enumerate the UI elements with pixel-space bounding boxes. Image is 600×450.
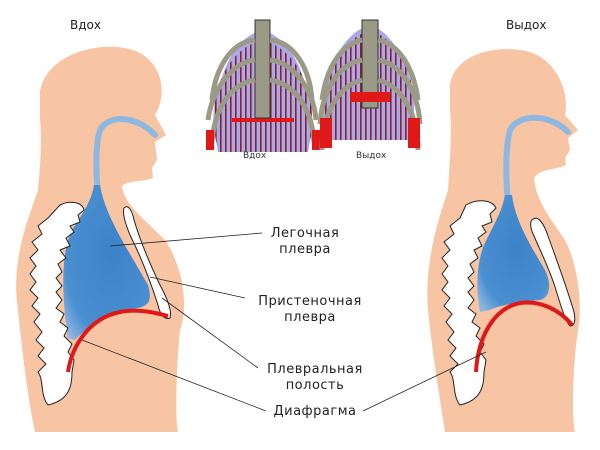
label-pulmonary-pleura: Легочная плевра	[255, 226, 355, 258]
label-parietal-pleura-line2: плевра	[284, 310, 336, 325]
inhale-title: Вдох	[70, 18, 101, 32]
label-parietal-pleura: Пристеночная плевра	[245, 294, 375, 326]
exhale-figure	[427, 49, 580, 432]
label-pleural-cavity-line2: полость	[285, 378, 345, 393]
label-pulmonary-pleura-line2: плевра	[279, 242, 331, 257]
inhale-airway	[93, 116, 158, 198]
inhale-spine	[29, 201, 85, 406]
exhale-airway	[503, 114, 571, 208]
exhale-sternum	[530, 217, 576, 327]
label-diaphragm: Диафрагма	[273, 404, 357, 419]
exhale-title: Выдох	[506, 18, 547, 32]
leader-pleural-cavity	[161, 297, 259, 369]
inhale-lung	[63, 185, 150, 340]
ribcage-inhale	[205, 19, 320, 152]
label-pulmonary-pleura-line1: Легочная	[270, 226, 340, 241]
inhale-sternum	[123, 206, 171, 319]
exhale-lung	[477, 195, 550, 312]
inhale-diaphragm	[66, 308, 169, 373]
ribcage-inhale-caption: Вдох	[243, 151, 267, 161]
ribcage-exhale-caption: Выдох	[356, 151, 387, 161]
label-pleural-cavity: Плевральная полость	[255, 362, 375, 394]
leader-pulmonary-pleura	[109, 232, 263, 247]
leader-lines	[81, 232, 487, 412]
leader-diaphragm-left	[81, 339, 267, 412]
leader-diaphragm-right	[362, 351, 487, 412]
ribcage-exhale	[317, 19, 423, 151]
label-pleural-cavity-line1: Плевральная	[267, 362, 363, 377]
exhale-spine	[441, 200, 497, 406]
exhale-diaphragm	[474, 300, 574, 373]
leader-parietal-pleura	[149, 276, 246, 299]
inhale-figure	[16, 46, 185, 432]
label-parietal-pleura-line1: Пристеночная	[258, 294, 362, 309]
